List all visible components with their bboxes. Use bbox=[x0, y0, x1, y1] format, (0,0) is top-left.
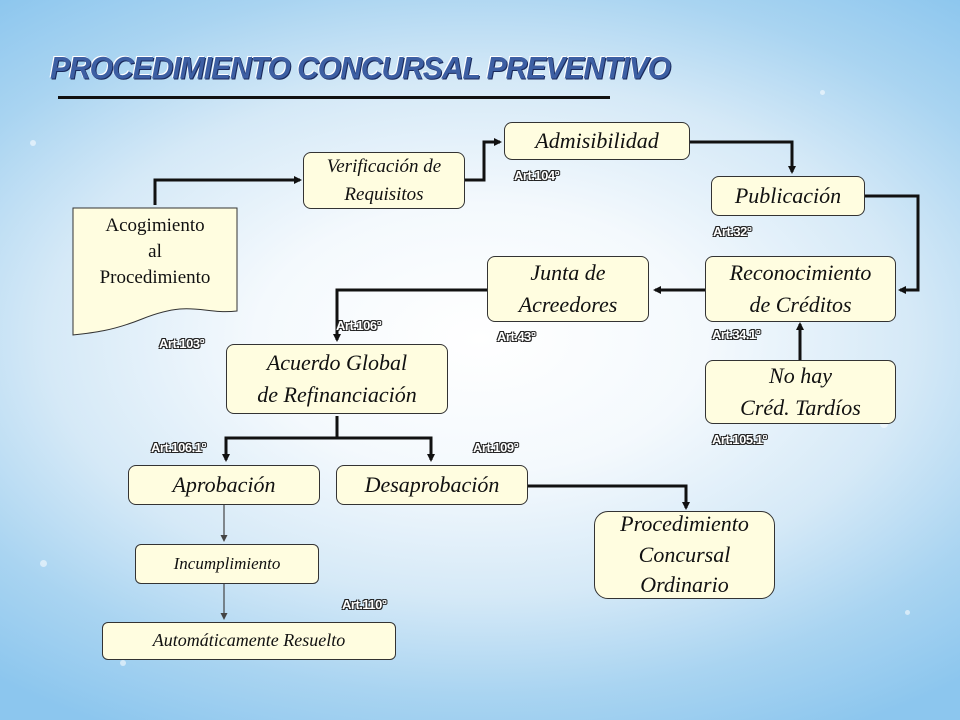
title-underline bbox=[58, 96, 610, 99]
sparkle bbox=[905, 610, 910, 615]
node-verificacion-line2: Requisitos bbox=[344, 183, 424, 205]
node-acogimiento-line3: Procedimiento bbox=[99, 267, 211, 289]
node-no-hay: No hay Créd. Tardíos bbox=[705, 360, 896, 424]
node-acuerdo: Acuerdo Global de Refinanciación bbox=[226, 344, 448, 414]
node-acuerdo-line1: Acuerdo Global bbox=[266, 350, 408, 376]
sparkle bbox=[880, 420, 888, 428]
node-acogimiento-line2: al bbox=[148, 241, 162, 263]
node-acogimiento: Acogimiento al Procedimiento bbox=[72, 207, 238, 339]
arrow-verificacion-admisibilidad bbox=[465, 138, 502, 182]
label-art106-1: Art.106.1° bbox=[151, 440, 207, 455]
node-verificacion: Verificación de Requisitos bbox=[303, 152, 465, 209]
arrow-junta-acuerdo bbox=[333, 288, 487, 342]
arrow-acuerdo-aprobacion bbox=[222, 416, 339, 462]
node-admisibilidad: Admisibilidad bbox=[504, 122, 690, 160]
node-aprobacion: Aprobación bbox=[128, 465, 320, 505]
sparkle bbox=[30, 140, 36, 146]
node-reconocimiento-line1: Reconocimiento bbox=[729, 260, 872, 286]
node-desaprobacion: Desaprobación bbox=[336, 465, 528, 505]
label-art34-1: Art.34.1° bbox=[712, 327, 761, 342]
document-shape bbox=[72, 207, 238, 336]
sparkle bbox=[120, 660, 126, 666]
node-junta: Junta de Acreedores bbox=[487, 256, 649, 322]
node-reconocimiento: Reconocimiento de Créditos bbox=[705, 256, 896, 322]
label-art109: Art.109° bbox=[473, 440, 519, 455]
label-art104: Art.104° bbox=[514, 168, 560, 183]
sparkle bbox=[40, 560, 47, 567]
node-no-hay-line2: Créd. Tardíos bbox=[740, 395, 861, 420]
sparkle bbox=[820, 90, 825, 95]
node-incumplimiento: Incumplimiento bbox=[135, 544, 319, 584]
arrow-acuerdo-desaprobacion bbox=[337, 436, 435, 462]
node-acogimiento-line1: Acogimiento bbox=[105, 215, 205, 236]
arrow-desaprobacion-ordinario bbox=[528, 484, 690, 510]
node-publicacion: Publicación bbox=[711, 176, 865, 216]
node-resuelto: Automáticamente Resuelto bbox=[102, 622, 396, 660]
node-verificacion-line1: Verificación de bbox=[326, 155, 442, 177]
node-junta-line2: Acreedores bbox=[518, 292, 618, 317]
node-no-hay-line1: No hay bbox=[769, 363, 832, 389]
node-ordinario-line3: Ordinario bbox=[640, 572, 729, 598]
arrow-acogimiento-verificacion bbox=[153, 176, 302, 205]
label-art105-1: Art.105.1° bbox=[712, 432, 768, 447]
node-junta-line1: Junta de bbox=[530, 260, 606, 286]
node-ordinario-line2: Concursal bbox=[638, 541, 731, 567]
label-art103: Art.103° bbox=[159, 336, 205, 351]
node-acuerdo-line2: de Refinanciación bbox=[257, 382, 417, 407]
label-art110: Art.110° bbox=[342, 597, 387, 612]
label-art43: Art.43° bbox=[497, 329, 536, 344]
node-ordinario: Procedimiento Concursal Ordinario bbox=[594, 511, 775, 599]
label-art32: Art.32° bbox=[713, 224, 752, 239]
diagram-title: PROCEDIMIENTO CONCURSAL PREVENTIVO bbox=[50, 51, 671, 86]
node-ordinario-line1: Procedimiento bbox=[620, 511, 749, 536]
node-reconocimiento-line2: de Créditos bbox=[749, 292, 852, 317]
arrow-publicacion-reconocimiento bbox=[865, 194, 920, 294]
label-art106: Art.106° bbox=[336, 318, 382, 333]
arrow-admisibilidad-publicacion bbox=[690, 140, 796, 174]
